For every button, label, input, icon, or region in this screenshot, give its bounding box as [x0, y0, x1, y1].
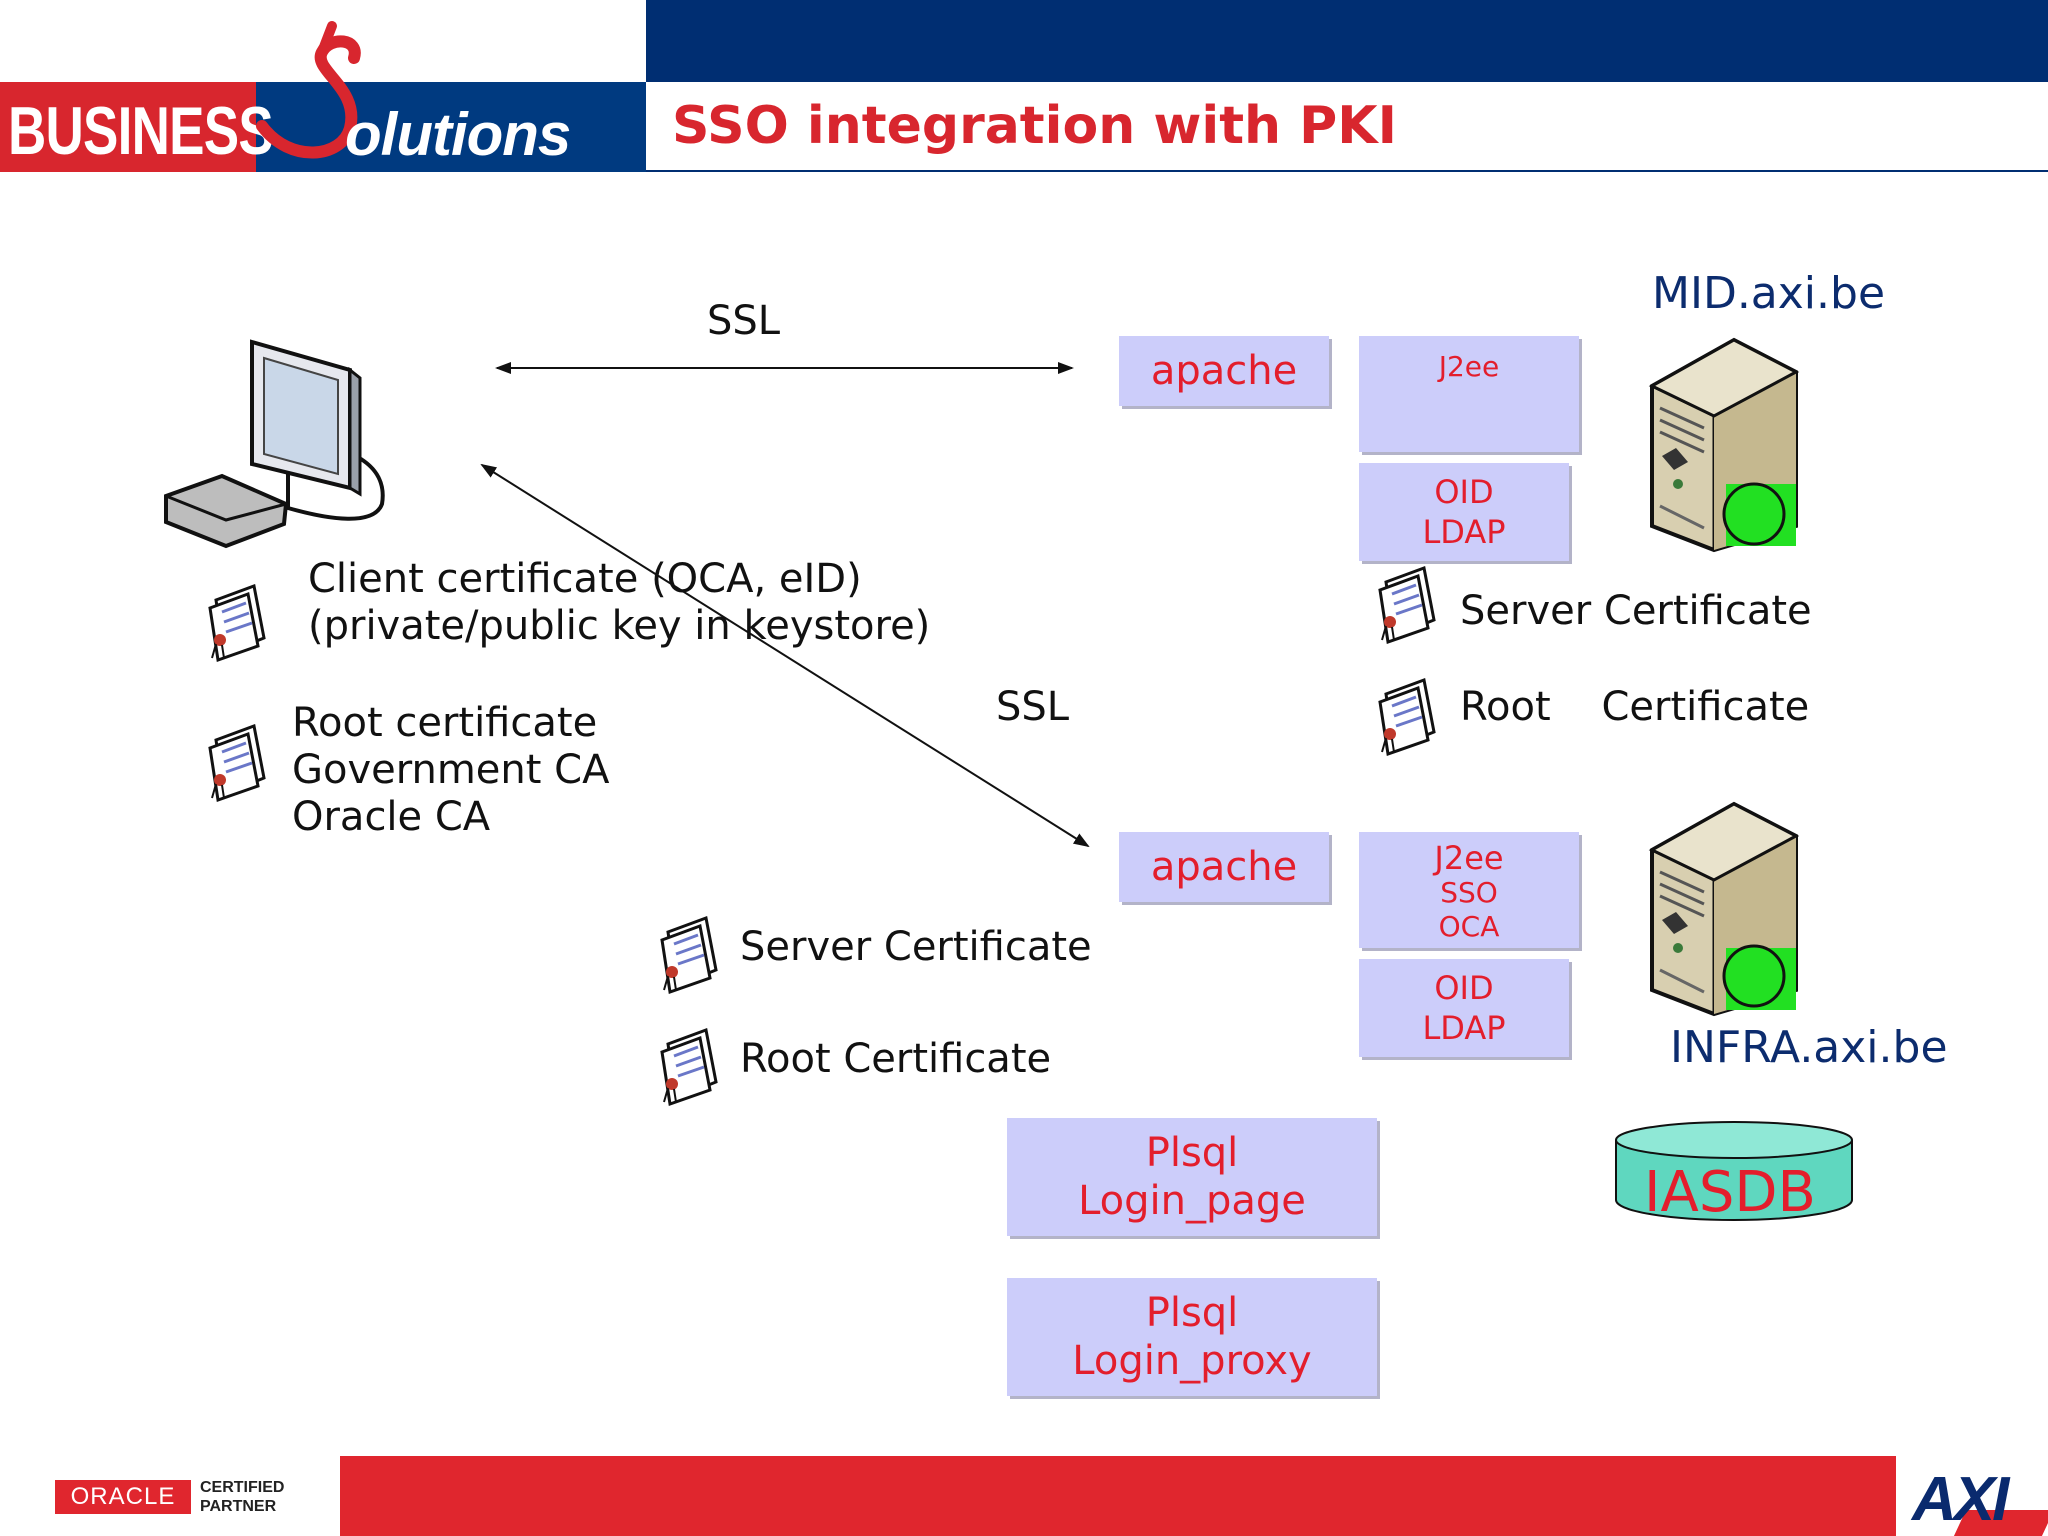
mid-server-icon — [1650, 338, 1798, 552]
client-cert-line2: (private/public key in keystore) — [308, 603, 931, 649]
root-cert-line1: Root certificate — [292, 700, 598, 746]
client-cert-line1: Client certificate (OCA, eID) — [308, 556, 862, 602]
mid-hostname: MID.axi.be — [1652, 268, 1886, 319]
logo-solutions-text: olutions — [345, 101, 571, 168]
ssl-label-top: SSL — [707, 298, 781, 344]
client-computer-icon — [164, 339, 385, 549]
infra-root-certificate-label: Root Certificate — [740, 1036, 1052, 1082]
infra-server-certificate-label: Server Certificate — [740, 924, 1092, 970]
axi-logo: AXI — [1912, 1465, 2009, 1534]
mid-root-certificate-label: Root Certificate — [1460, 684, 1810, 730]
logo-business-panel — [0, 82, 256, 172]
logo-business-text: BUSINESS — [8, 93, 274, 169]
ssl-link-apache-infra — [480, 463, 1090, 848]
logo-s-swirl — [256, 21, 361, 159]
oracle-logo: ORACLE — [55, 1480, 191, 1514]
iasdb-label: IASDB — [1644, 1160, 1816, 1225]
root-cert-line2: Government CA — [292, 747, 610, 793]
oracle-certified-partner: CERTIFIED PARTNER — [200, 1479, 285, 1515]
infra-apache-box: apache — [1119, 832, 1329, 902]
certificate-icon — [208, 724, 266, 802]
certificate-icon — [660, 1028, 718, 1106]
iasdb-database-icon — [1615, 1121, 1853, 1221]
certificate-icon — [1378, 566, 1436, 644]
certificate-icon — [660, 916, 718, 994]
footer-band — [340, 1456, 1896, 1536]
page-title: SSO integration with PKI — [672, 96, 1397, 156]
mid-apache-box: apache — [1119, 336, 1329, 406]
mid-server-certificate-label: Server Certificate — [1460, 588, 1812, 634]
infra-server-icon — [1650, 802, 1798, 1016]
infra-hostname: INFRA.axi.be — [1670, 1022, 1948, 1073]
ssl-label-diagonal: SSL — [996, 684, 1070, 730]
root-cert-line3: Oracle CA — [292, 794, 491, 840]
mid-j2ee-box: J2ee — [1359, 336, 1579, 452]
certificate-icon — [208, 584, 266, 662]
header-rule — [646, 170, 2048, 172]
certificate-icon — [1378, 678, 1436, 756]
infra-j2ee-sso-oca-box: J2ee SSO OCA — [1359, 832, 1579, 948]
header-band — [646, 0, 2048, 82]
